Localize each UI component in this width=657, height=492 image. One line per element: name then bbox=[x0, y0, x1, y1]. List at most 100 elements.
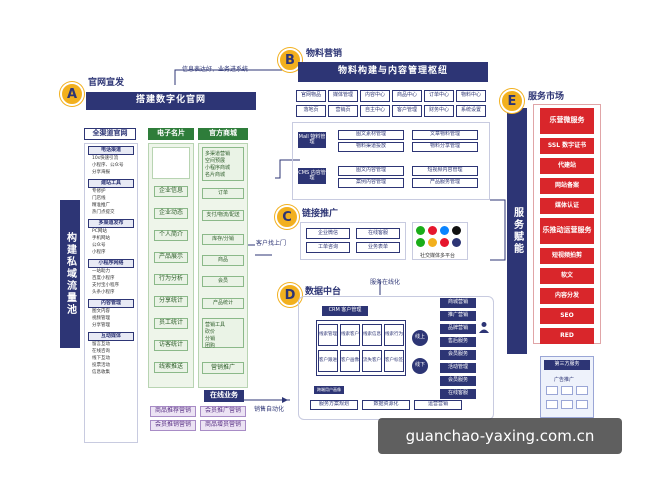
e-logo bbox=[576, 386, 588, 395]
b-grid-cell: 文章物料管理 bbox=[412, 130, 478, 140]
online-business-label: 在线业务 bbox=[204, 390, 244, 402]
bottom-box-3: 会员推销营销 bbox=[150, 420, 196, 431]
section-e-title: 服务市场 bbox=[528, 92, 565, 102]
full-channel-group: 互动媒体 bbox=[88, 332, 134, 341]
full-channel-item: 小程序、公众号 bbox=[92, 163, 124, 169]
full-channel-group: 建站工具 bbox=[88, 179, 134, 188]
e-service-item: RED bbox=[540, 328, 594, 344]
bottom-box-4: 商品增员营销 bbox=[200, 420, 246, 431]
full-channel-item: PC网站 bbox=[92, 229, 107, 235]
c-box: 业务表单 bbox=[356, 242, 400, 253]
full-channel-item: 视频管理 bbox=[92, 316, 110, 322]
full-channel-item: 支付宝小程序 bbox=[92, 283, 119, 289]
d-grid-cell: 线索行为 bbox=[384, 324, 404, 346]
flow-label-sales-auto: 销售自动化 bbox=[254, 406, 285, 413]
e-service-item: 软文 bbox=[540, 268, 594, 284]
full-channel-item: 头条小程序 bbox=[92, 290, 115, 296]
full-channel-item: 留言互动 bbox=[92, 342, 110, 348]
mall-item: 会员 bbox=[202, 276, 244, 287]
d-grid-cell: 线索客户 bbox=[340, 324, 360, 346]
b-grid-cell: 产品服务管理 bbox=[412, 178, 478, 188]
private-traffic-vertical: 构建私域流量池 bbox=[60, 200, 80, 348]
card-item: 访客统计 bbox=[154, 340, 188, 351]
e-service-item: 短视频拍剪 bbox=[540, 248, 594, 264]
d-bottom-box: 数据资源化 bbox=[362, 400, 410, 410]
card-item: 行为分析 bbox=[154, 274, 188, 285]
mall-tool-2: 砍价 bbox=[205, 329, 216, 335]
mall-item: 商品 bbox=[202, 255, 244, 266]
full-channel-item: 在线咨询 bbox=[92, 349, 110, 355]
e-service-item: SSL 数字证书 bbox=[540, 138, 594, 154]
bottom-box-2: 会员推广营销 bbox=[200, 406, 246, 417]
e-blue-label: 第三方服务 bbox=[544, 360, 590, 370]
b-grid-cell: 物料渠道投放 bbox=[338, 142, 404, 152]
full-channel-item: 分享管理 bbox=[92, 323, 110, 329]
section-b-banner: 物料构建与内容管理枢纽 bbox=[298, 62, 488, 82]
person-icon bbox=[478, 318, 490, 333]
col-header-card: 电子名片 bbox=[148, 128, 194, 140]
d-right-item: 品牌营销 bbox=[440, 324, 476, 334]
section-b-title: 物料营销 bbox=[306, 49, 343, 59]
b-tab: 内容中心 bbox=[360, 90, 390, 102]
col-header-full-channel: 全渠道官网 bbox=[84, 128, 136, 140]
full-channel-item: 门店线 bbox=[92, 196, 106, 202]
b-grid-cell: 图文素材管理 bbox=[338, 130, 404, 140]
e-service-item: 代建站 bbox=[540, 158, 594, 174]
full-channel-item: 精准推广 bbox=[92, 203, 110, 209]
watermark: guanchao-yaxing.com.cn bbox=[378, 418, 622, 454]
card-item: 员工统计 bbox=[154, 318, 188, 329]
e-blue-sub: 广告推广 bbox=[554, 377, 575, 383]
c-panel bbox=[300, 222, 406, 260]
b-cms-manage: CMS 内容管理 bbox=[298, 168, 326, 184]
b-tab: 落地页 bbox=[296, 105, 326, 117]
section-d-title: 数据中台 bbox=[305, 287, 342, 297]
b-tab: 订单中心 bbox=[424, 90, 454, 102]
e-service-item: SEO bbox=[540, 308, 594, 324]
c-box: 在线客服 bbox=[356, 228, 400, 239]
card-item: 企业动态 bbox=[154, 208, 188, 219]
full-channel-item: 线下互动 bbox=[92, 356, 110, 362]
mall-item: 产品统计 bbox=[202, 298, 244, 309]
mall-item: 订单 bbox=[202, 188, 244, 199]
d-grid-cell: 客户画像 bbox=[340, 350, 360, 372]
mall-tool-3: 分销 bbox=[205, 336, 216, 342]
flow-label-service-online: 服务在线化 bbox=[370, 279, 401, 286]
c-box: 工单咨询 bbox=[306, 242, 350, 253]
mall-item: 支付/物流/配送 bbox=[202, 210, 244, 221]
c-social-panel bbox=[412, 222, 468, 260]
mall-tool-1: 营销工具 bbox=[205, 322, 226, 328]
b-tab: 客户管理 bbox=[392, 105, 422, 117]
watermark-text: guanchao-yaxing.com.cn bbox=[405, 427, 595, 445]
mall-top-line-1: 多渠道营销 bbox=[205, 151, 231, 157]
c-social-label: 社交媒体多平台 bbox=[420, 253, 456, 259]
section-a-title: 官网宣发 bbox=[88, 78, 125, 88]
mall-top-box: 多渠道营销 空间预展 小程序商城 名片商城 bbox=[202, 147, 244, 181]
b-tab: 物料中心 bbox=[456, 90, 486, 102]
mall-top-line-2: 空间预展 bbox=[205, 158, 226, 164]
e-service-item: 乐推动运营服务 bbox=[540, 218, 594, 244]
full-channel-item: 分享海报 bbox=[92, 170, 110, 176]
flow-label-customer: 客户找上门 bbox=[256, 240, 287, 247]
mall-last: 营销推广 bbox=[202, 362, 244, 374]
e-logo bbox=[561, 400, 573, 409]
full-channel-item: 投票活动 bbox=[92, 363, 110, 369]
card-item: 分享统计 bbox=[154, 296, 188, 307]
d-right-item: 商城营销 bbox=[440, 298, 476, 308]
full-channel-item: 10s快速引流 bbox=[92, 156, 119, 162]
card-item: 线索推送 bbox=[154, 362, 188, 373]
full-channel-item: 公众号 bbox=[92, 243, 106, 249]
full-channel-item: 专修护 bbox=[92, 189, 106, 195]
b-grid-cell: 短视频内容管理 bbox=[412, 166, 478, 176]
b-tab: 官网物品 bbox=[296, 90, 326, 102]
social-icon bbox=[452, 238, 461, 247]
full-channel-group: 电话渠道 bbox=[88, 146, 134, 155]
b-tab: 营销页 bbox=[328, 105, 358, 117]
d-grid-cell: 线索信息 bbox=[362, 324, 382, 346]
b-panel bbox=[292, 122, 490, 200]
card-preview bbox=[152, 147, 190, 179]
flow-label-top: 信息表达好，业务进系统 bbox=[182, 66, 249, 73]
e-logo bbox=[561, 386, 573, 395]
full-channel-item: 小程序 bbox=[92, 250, 106, 256]
card-column bbox=[148, 143, 194, 388]
b-tab: 系统设置 bbox=[456, 105, 486, 117]
